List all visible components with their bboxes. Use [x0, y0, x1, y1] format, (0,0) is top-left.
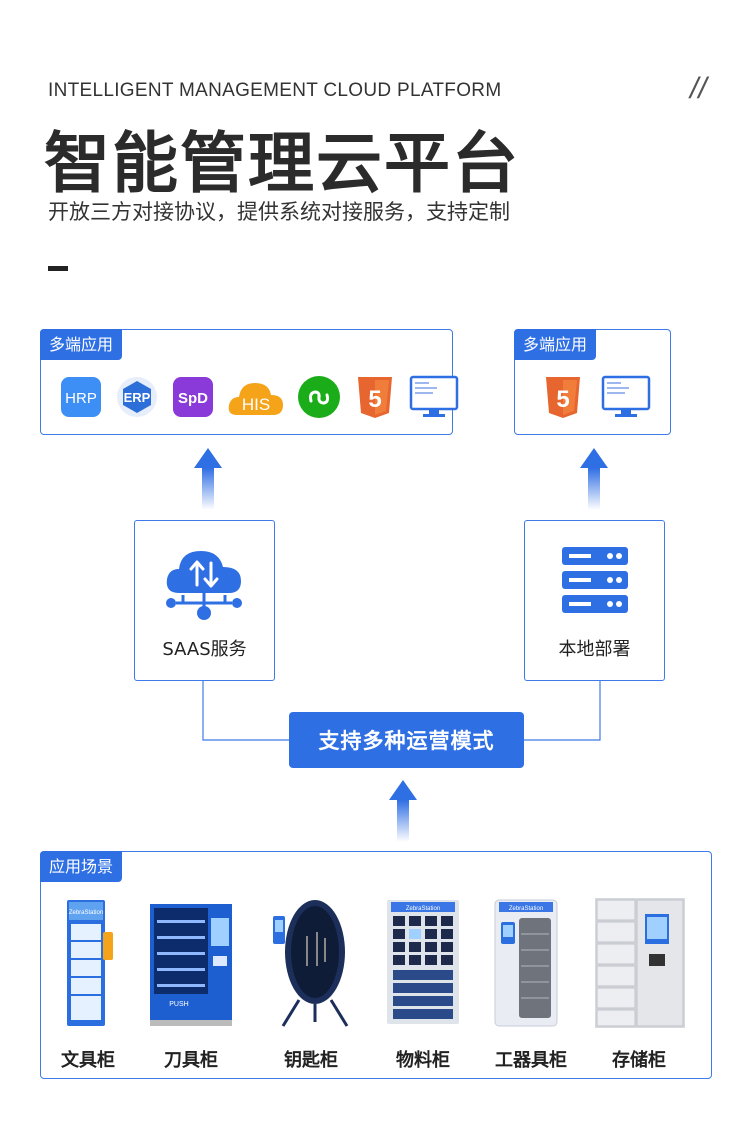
local-node[interactable]: 本地部署 [524, 520, 665, 681]
title-dash [48, 266, 68, 271]
html5-icon[interactable]: 5 [353, 375, 397, 419]
page-subtitle: 开放三方对接协议，提供系统对接服务，支持定制 [48, 200, 510, 224]
local-connector-line [524, 680, 601, 741]
server-icon [562, 547, 628, 613]
spd-text: SpD [178, 390, 208, 407]
material-cabinet-icon[interactable]: ZebraStation [385, 898, 461, 1028]
apps-panel-left: 多端应用 HRP ERP SpD HIS 5 [40, 329, 459, 435]
eyebrow-text: INTELLIGENT MANAGEMENT CLOUD PLATFORM [48, 80, 502, 101]
hrp-icon[interactable]: HRP [59, 375, 103, 419]
saas-connector-line [202, 680, 289, 741]
local-label: 本地部署 [558, 639, 631, 660]
arrow-up-left-icon [194, 448, 222, 510]
apps-tag-left: 多端应用 [40, 329, 123, 360]
material-brand-text: ZebraStation [406, 906, 440, 912]
push-text: PUSH [169, 1001, 188, 1008]
scene-label-instrument: 工器具柜 [495, 1050, 567, 1071]
hrp-text: HRP [65, 390, 97, 407]
stationery-cabinet-icon[interactable]: ZebraStation [65, 898, 115, 1028]
erp-text: ERP [124, 390, 151, 405]
apps-icons-left: HRP ERP SpD HIS 5 [59, 375, 471, 419]
html5-text: 5 [368, 386, 381, 413]
saas-label: SAAS服务 [162, 639, 247, 660]
arrow-up-center-icon [389, 780, 417, 842]
stationery-brand-text: ZebraStation [69, 910, 103, 916]
scenes-panel: 应用场景 ZebraStation PUSH ZebraSta [40, 851, 712, 1079]
saas-node[interactable]: SAAS服务 [134, 520, 275, 681]
scene-label-key: 钥匙柜 [284, 1050, 338, 1071]
monitor-icon[interactable] [601, 375, 651, 419]
scene-label-tool: 刀具柜 [164, 1050, 218, 1071]
html5-icon[interactable]: 5 [541, 375, 585, 419]
decorative-slashes: // [690, 72, 707, 105]
cloud-sync-icon [166, 551, 242, 620]
his-icon[interactable]: HIS [227, 375, 285, 419]
scene-label-stationery: 文具柜 [61, 1050, 115, 1071]
key-cabinet-icon[interactable] [269, 896, 353, 1030]
page-title: 智能管理云平台 [44, 125, 520, 202]
apps-icons-right: 5 [541, 375, 663, 419]
storage-cabinet-icon[interactable] [593, 896, 687, 1032]
instrument-brand-text: ZebraStation [509, 906, 543, 912]
tool-cabinet-icon[interactable]: PUSH [149, 902, 235, 1028]
spd-icon[interactable]: SpD [171, 375, 215, 419]
apps-panel-right: 多端应用 5 [514, 329, 671, 435]
operating-mode-button[interactable]: 支持多种运营模式 [289, 712, 524, 768]
erp-icon[interactable]: ERP [115, 375, 159, 419]
arrow-up-right-icon [580, 448, 608, 510]
monitor-icon[interactable] [409, 375, 459, 419]
instrument-cabinet-icon[interactable]: ZebraStation [493, 898, 559, 1030]
scenes-tag: 应用场景 [40, 851, 123, 882]
scene-label-storage: 存储柜 [612, 1050, 666, 1071]
mini-program-icon[interactable] [297, 375, 341, 419]
apps-tag-right: 多端应用 [514, 329, 597, 360]
html5-text: 5 [556, 386, 569, 413]
scene-label-material: 物料柜 [396, 1050, 450, 1071]
his-text: HIS [242, 395, 270, 414]
